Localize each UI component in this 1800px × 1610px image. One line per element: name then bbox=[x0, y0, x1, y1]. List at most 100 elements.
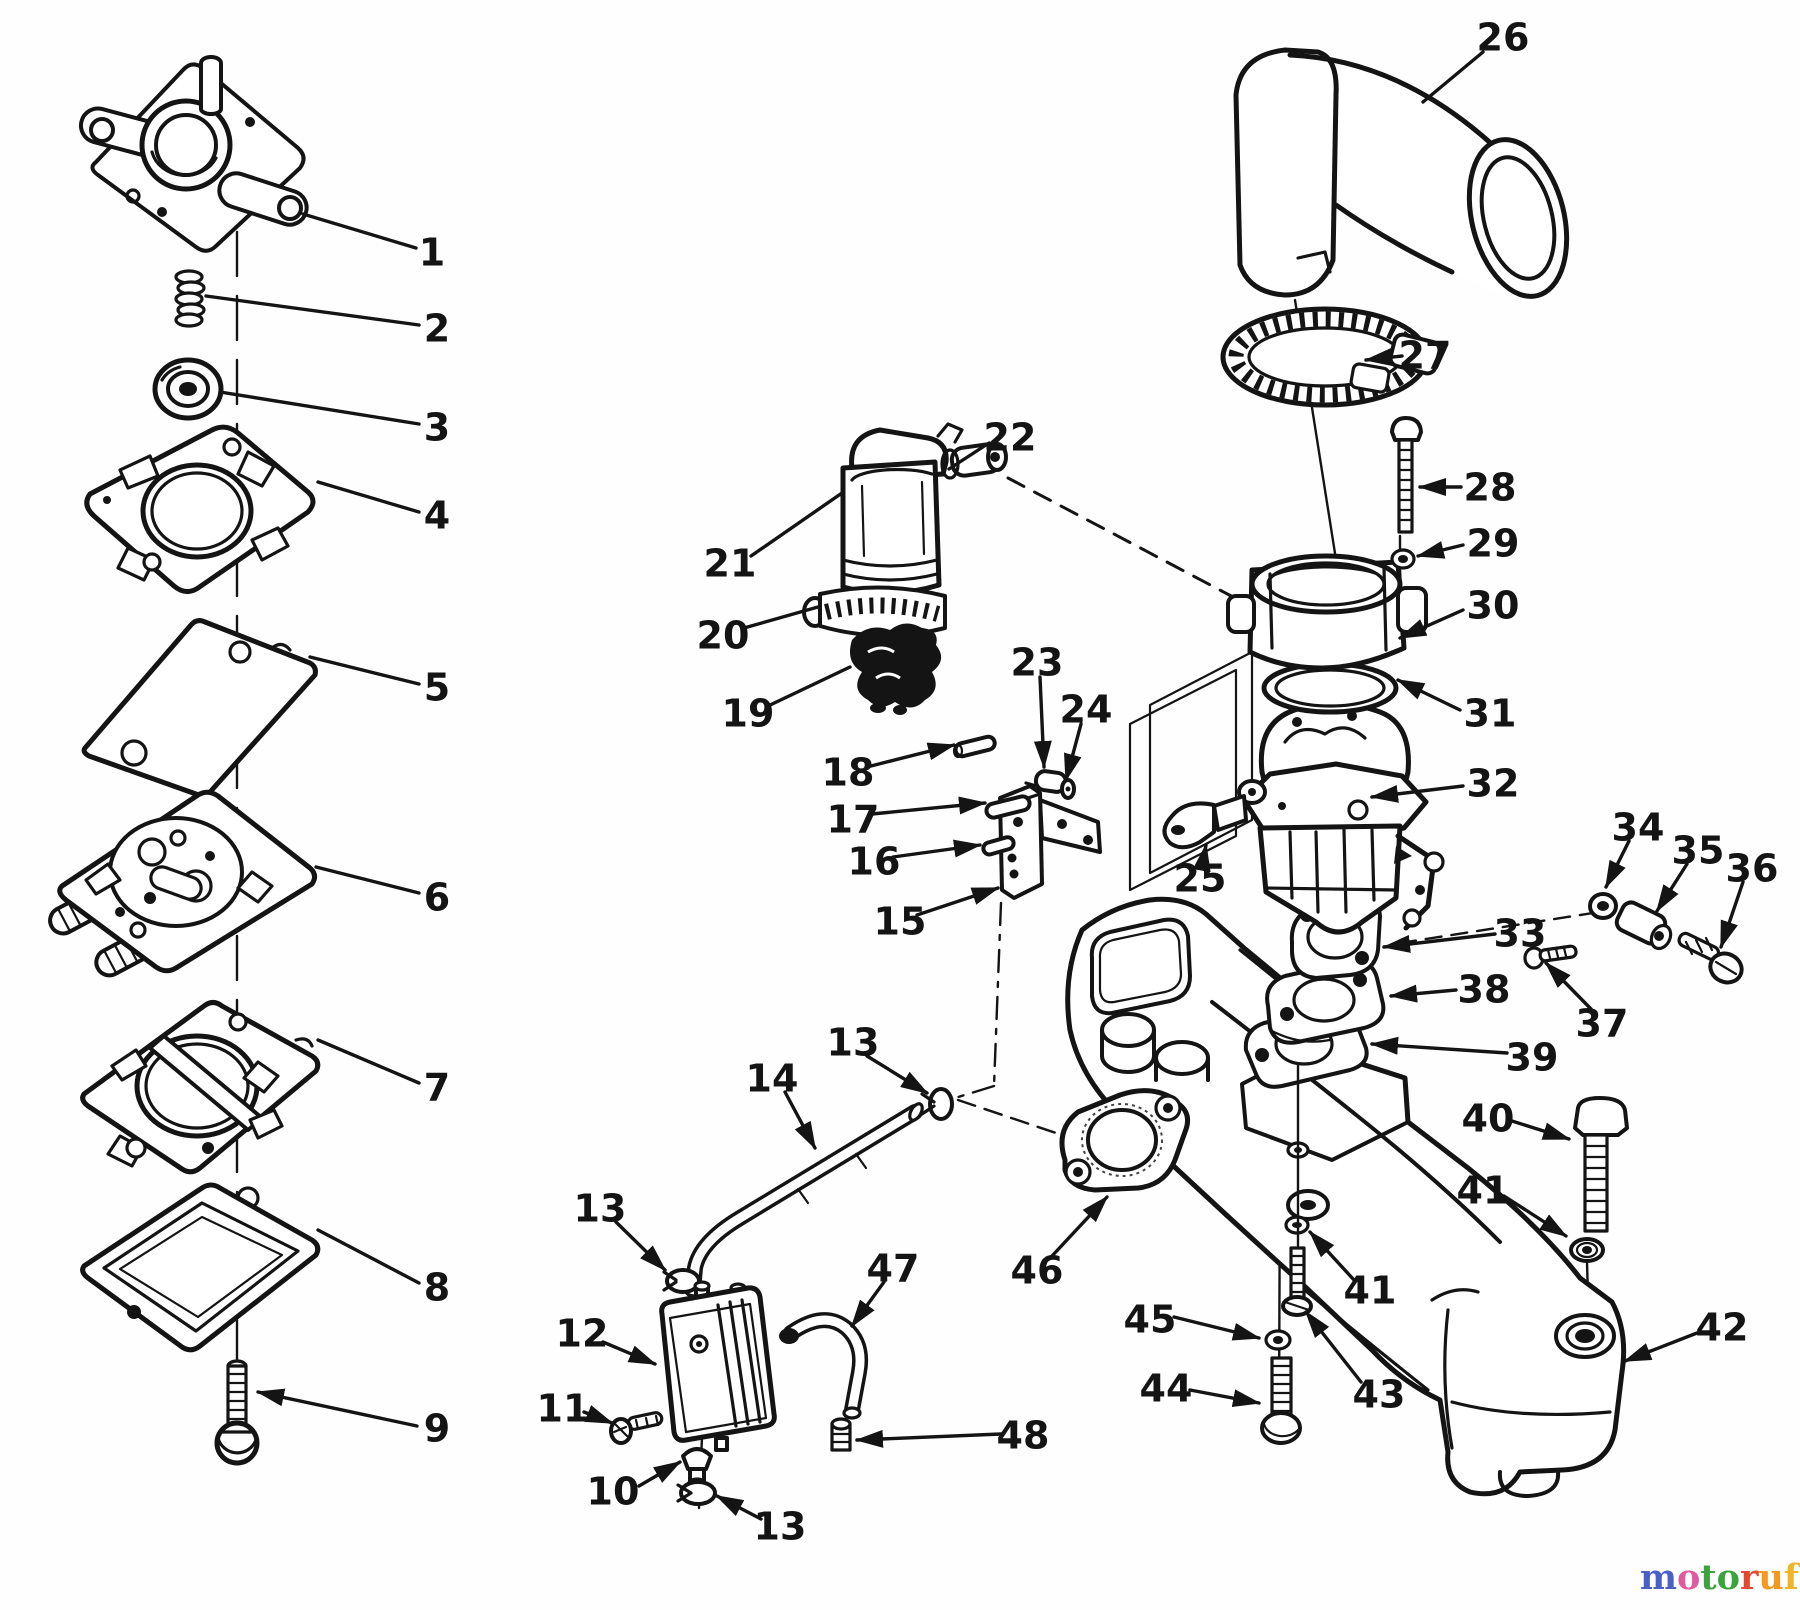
leader-line-44 bbox=[1188, 1388, 1261, 1408]
leader-line-46 bbox=[1050, 1195, 1109, 1258]
part-number-27: 27 bbox=[1399, 334, 1452, 378]
leader-line-25 bbox=[1192, 843, 1211, 873]
part-number-14: 14 bbox=[746, 1057, 799, 1101]
part-12-drawing bbox=[659, 1280, 777, 1452]
part-number-28: 28 bbox=[1464, 466, 1517, 510]
part-29-drawing bbox=[1390, 548, 1416, 570]
part-number-40: 40 bbox=[1462, 1097, 1515, 1141]
part-16-drawing bbox=[981, 835, 1016, 857]
leader-line-36 bbox=[1719, 880, 1745, 949]
leader-line-41 bbox=[1502, 1194, 1568, 1238]
leader-line-42 bbox=[1623, 1331, 1699, 1363]
part-number-3: 3 bbox=[424, 406, 450, 450]
part-number-43: 43 bbox=[1353, 1373, 1406, 1417]
leader-line-20 bbox=[742, 605, 820, 630]
part-40-drawing bbox=[1573, 1096, 1629, 1233]
part-number-48: 48 bbox=[997, 1414, 1050, 1458]
part-number-41: 41 bbox=[1344, 1269, 1397, 1313]
part-10-drawing bbox=[681, 1447, 713, 1489]
part-number-22: 22 bbox=[984, 416, 1037, 460]
leader-line-21 bbox=[749, 491, 844, 558]
leader-line-4 bbox=[316, 480, 421, 514]
watermark-word: motoruf bbox=[1640, 1557, 1799, 1598]
part-number-26: 26 bbox=[1477, 16, 1530, 60]
part-number-25: 25 bbox=[1174, 857, 1227, 901]
part-23-24-drawing bbox=[1024, 769, 1076, 800]
part-43-drawing bbox=[1281, 1246, 1313, 1317]
part-number-23: 23 bbox=[1011, 641, 1064, 685]
part-1-drawing bbox=[78, 55, 309, 253]
part-number-15: 15 bbox=[874, 900, 927, 944]
part-25-drawing bbox=[1162, 794, 1248, 850]
part-number-47: 47 bbox=[867, 1247, 920, 1291]
part-number-2: 2 bbox=[424, 307, 450, 351]
translucent-panels bbox=[1128, 650, 1254, 892]
leader-line-30 bbox=[1398, 608, 1465, 640]
leader-line-22 bbox=[947, 441, 991, 471]
part-7-drawing bbox=[80, 1000, 321, 1175]
leader-line-13 bbox=[715, 1494, 763, 1521]
part-number-6: 6 bbox=[424, 876, 450, 920]
watermark-letter: f bbox=[1783, 1557, 1799, 1598]
leader-line-31 bbox=[1396, 678, 1462, 712]
leader-line-7 bbox=[316, 1038, 421, 1085]
part-18-drawing bbox=[952, 734, 997, 759]
part-number-1: 1 bbox=[419, 231, 445, 275]
part-number-17: 17 bbox=[827, 798, 880, 842]
aux-line-8 bbox=[992, 901, 1003, 1088]
part-number-37: 37 bbox=[1576, 1002, 1629, 1046]
aux-line-9 bbox=[940, 1084, 996, 1104]
part-number-callouts: 1234567891011121313131415161718192021222… bbox=[204, 16, 1779, 1549]
part-20-drawing bbox=[802, 585, 947, 638]
part-number-29: 29 bbox=[1467, 522, 1520, 566]
watermark-logo[interactable]: motoruf.de bbox=[1640, 1556, 1800, 1604]
part-11-drawing bbox=[609, 1411, 664, 1445]
part-34-drawing bbox=[1588, 892, 1618, 920]
part-number-33: 33 bbox=[1494, 912, 1547, 956]
leader-line-29 bbox=[1416, 541, 1465, 559]
watermark-letter: t bbox=[1700, 1557, 1717, 1598]
part-number-16: 16 bbox=[848, 840, 901, 884]
leader-line-33 bbox=[1382, 932, 1497, 953]
leader-line-2 bbox=[204, 294, 421, 327]
part-number-35: 35 bbox=[1672, 829, 1725, 873]
leader-line-23 bbox=[1033, 675, 1052, 769]
part-number-39: 39 bbox=[1506, 1036, 1559, 1080]
part-number-11: 11 bbox=[537, 1387, 590, 1431]
part-6-drawing bbox=[48, 789, 318, 978]
part-number-32: 32 bbox=[1467, 762, 1520, 806]
part-number-44: 44 bbox=[1140, 1367, 1193, 1411]
part-41-washer-right bbox=[1569, 1237, 1605, 1263]
watermark-letter: r bbox=[1739, 1557, 1759, 1598]
aux-line-10 bbox=[956, 1098, 1058, 1135]
leader-line-39 bbox=[1370, 1036, 1509, 1055]
part-31-drawing bbox=[1261, 661, 1399, 715]
leader-line-45 bbox=[1172, 1315, 1261, 1341]
part-9-drawing bbox=[214, 1359, 260, 1466]
part-number-9: 9 bbox=[424, 1407, 450, 1451]
part-8-drawing bbox=[80, 1182, 321, 1353]
part-number-13: 13 bbox=[827, 1021, 880, 1065]
leader-line-13 bbox=[614, 1220, 667, 1272]
part-number-30: 30 bbox=[1467, 584, 1520, 628]
part-36-drawing bbox=[1677, 931, 1744, 985]
part-22-drawing bbox=[936, 422, 1008, 480]
part-21-drawing bbox=[840, 427, 949, 596]
leader-line-38 bbox=[1389, 984, 1458, 1003]
leader-line-13 bbox=[865, 1054, 929, 1095]
part-28-drawing bbox=[1390, 416, 1423, 534]
part-2-drawing bbox=[174, 269, 206, 328]
part-38-drawing bbox=[1265, 959, 1386, 1045]
part-44-drawing bbox=[1260, 1356, 1302, 1445]
part-number-18: 18 bbox=[822, 751, 875, 795]
part-number-38: 38 bbox=[1458, 968, 1511, 1012]
watermark-letter: o bbox=[1716, 1557, 1740, 1598]
part-13-clamp-top bbox=[920, 1087, 954, 1121]
part-4-drawing bbox=[84, 424, 316, 594]
leader-line-6 bbox=[314, 865, 421, 895]
part-number-36: 36 bbox=[1726, 847, 1779, 891]
part-47-drawing bbox=[779, 1312, 869, 1420]
leader-line-35 bbox=[1655, 862, 1689, 913]
